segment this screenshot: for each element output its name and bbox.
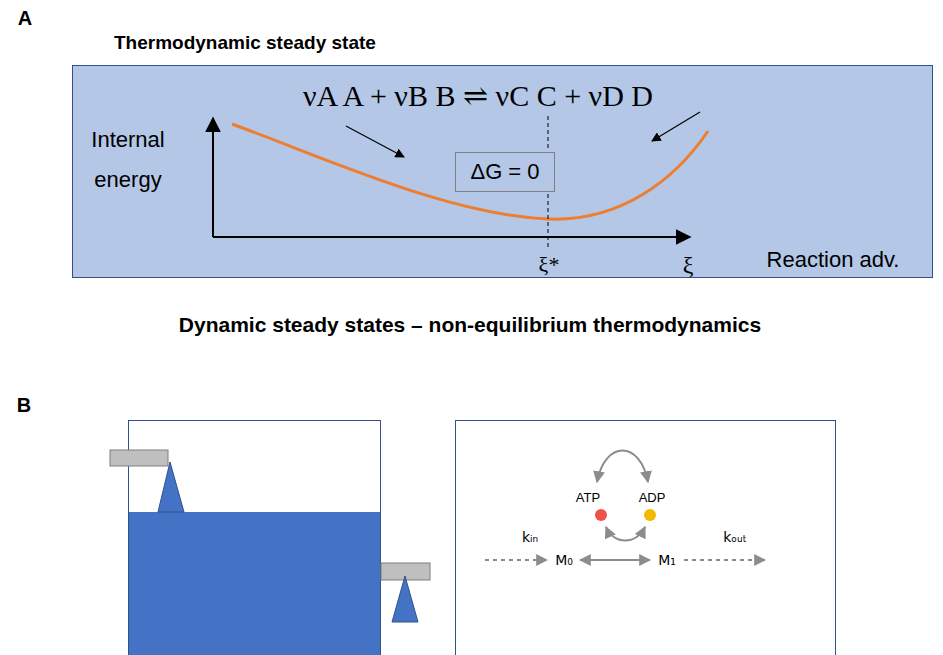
axis-label: Reaction adv. <box>767 247 900 273</box>
species-label: ADP <box>639 490 666 505</box>
y-axis <box>212 118 214 237</box>
reaction-equation: νA A + νB B ⇌ νC C + νD D <box>303 78 653 113</box>
section-heading: Dynamic steady states – non-equilibrium … <box>179 313 761 337</box>
x-axis <box>213 236 690 238</box>
reaction-arrow <box>580 559 650 561</box>
inflow-arrow <box>485 559 547 561</box>
inlet-tap <box>110 450 168 466</box>
adp-dot <box>644 509 656 521</box>
panel-letter: B <box>17 394 31 417</box>
direction-arrow <box>346 126 404 157</box>
exchange-arrow <box>597 451 648 483</box>
equilibrium-box: ΔG = 0 <box>455 152 554 192</box>
axis-symbol: ξ <box>683 252 694 279</box>
outflow-stream <box>392 576 418 622</box>
rate-label: kᵢₙ <box>522 529 538 545</box>
water <box>129 512 380 655</box>
equilibrium-line <box>548 194 549 250</box>
inflow-stream <box>158 462 184 512</box>
scheme-panel <box>456 421 836 655</box>
axis-label: Internal energy <box>69 120 187 200</box>
direction-arrow <box>652 112 700 141</box>
atp-dot <box>595 509 607 521</box>
coupling-arrow <box>606 527 645 541</box>
energy-curve <box>232 124 708 219</box>
outflow-arrow <box>684 559 765 561</box>
panel-heading: Thermodynamic steady state <box>114 32 376 54</box>
species-label: M₀ <box>555 552 573 568</box>
axis-tick-label: ξ* <box>539 252 560 278</box>
rate-label: kₒᵤₜ <box>723 529 747 545</box>
panel-letter: A <box>18 7 32 30</box>
species-label: ATP <box>576 490 600 505</box>
species-label: M₁ <box>658 552 676 568</box>
box-text: ΔG = 0 <box>470 159 539 185</box>
panel-background <box>72 65 933 278</box>
equilibrium-line <box>548 116 549 150</box>
